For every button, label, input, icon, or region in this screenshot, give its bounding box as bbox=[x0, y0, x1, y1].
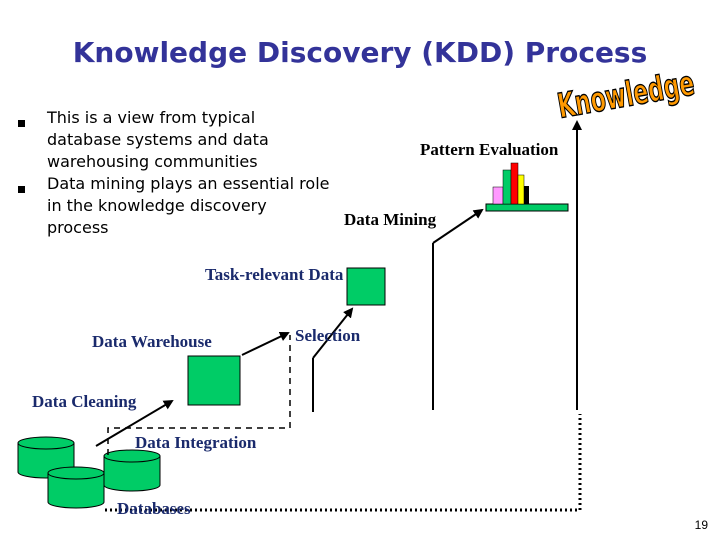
label-task-relevant-data: Task-relevant Data bbox=[205, 265, 344, 284]
bullet-text-2: Data mining plays an essential role in t… bbox=[47, 173, 329, 239]
task-relevant-data-box bbox=[346, 267, 386, 306]
bullet-2-line-1: Data mining plays an essential role bbox=[47, 174, 330, 193]
bullet-text-1: This is a view from typical database sys… bbox=[47, 107, 269, 173]
data-warehouse-box bbox=[187, 355, 241, 406]
arrow-to-cleaning bbox=[95, 399, 174, 447]
databases-icon bbox=[17, 436, 161, 509]
arrow-to-selection bbox=[241, 331, 290, 356]
knowledge-wordart: Knowledge bbox=[554, 63, 698, 128]
label-data-cleaning: Data Cleaning bbox=[32, 392, 137, 411]
slide-title: Knowledge Discovery (KDD) Process bbox=[72, 36, 648, 69]
dotted-baseline bbox=[105, 414, 582, 512]
page-number: 19 bbox=[694, 518, 708, 532]
bullet-1-line-1: This is a view from typical bbox=[47, 108, 256, 127]
label-data-mining: Data Mining bbox=[344, 210, 437, 229]
bullet-marker bbox=[18, 186, 25, 193]
bullet-2-line-3: process bbox=[47, 218, 109, 237]
bullet-1-line-3: warehousing communities bbox=[47, 152, 258, 171]
label-pattern-evaluation: Pattern Evaluation bbox=[420, 140, 559, 159]
dashed-connector bbox=[107, 335, 291, 455]
pattern-bars-icon bbox=[485, 162, 569, 212]
arrow-to-pattern bbox=[432, 208, 484, 244]
label-data-warehouse: Data Warehouse bbox=[92, 332, 212, 351]
bullet-1-line-2: database systems and data bbox=[47, 130, 269, 149]
knowledge-word: Knowledge bbox=[555, 64, 698, 127]
label-databases: Databases bbox=[117, 499, 191, 518]
bullet-2-line-2: in the knowledge discovery bbox=[47, 196, 267, 215]
label-selection: Selection bbox=[295, 326, 361, 345]
label-data-integration: Data Integration bbox=[135, 433, 257, 452]
arrow-to-task-data bbox=[312, 307, 354, 359]
bullet-marker bbox=[18, 120, 25, 127]
